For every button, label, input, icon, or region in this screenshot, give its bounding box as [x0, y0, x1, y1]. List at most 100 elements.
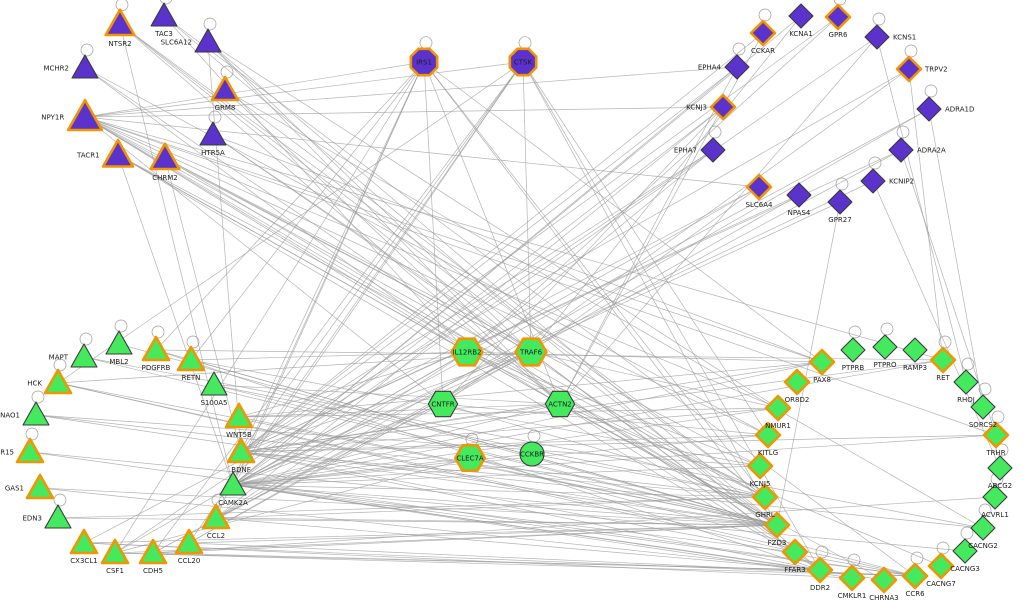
node-KCNS1[interactable]: [864, 24, 890, 50]
node-CSF1[interactable]: [100, 538, 130, 565]
node-KITLG[interactable]: [754, 421, 782, 449]
edge-HTR5A-FZD3: [212, 134, 778, 526]
edge-IL12RB2-GHRL: [466, 351, 766, 498]
edge-CTSK-KITLG: [522, 61, 769, 436]
node-PDGFRB[interactable]: [141, 335, 171, 362]
node-NTSR2[interactable]: [104, 8, 136, 37]
node-GPR6[interactable]: [824, 3, 852, 31]
node-GHRL[interactable]: [751, 483, 779, 511]
node-IL12RB2[interactable]: [450, 337, 484, 367]
node-CMKLR1[interactable]: [838, 564, 866, 592]
node-label-TAC3: TAC3: [154, 30, 173, 38]
node-BDNF[interactable]: [226, 437, 256, 464]
node-GNAO1[interactable]: [22, 401, 50, 426]
node-KCNJ3[interactable]: [709, 93, 737, 121]
node-HTR5A[interactable]: [199, 121, 227, 146]
node-CTSK[interactable]: [508, 47, 538, 77]
node-GPR27[interactable]: [827, 189, 853, 215]
node-FFAR3[interactable]: [781, 538, 809, 566]
node-SORCS2[interactable]: [970, 394, 996, 420]
node-WNT5B[interactable]: [224, 402, 254, 429]
node-PTPRB[interactable]: [840, 337, 866, 363]
node-CLEC7A[interactable]: [453, 443, 487, 473]
node-label-CCL20: CCL20: [178, 557, 201, 565]
node-CX3CL1[interactable]: [69, 528, 99, 555]
node-NPAS4[interactable]: [786, 182, 812, 208]
node-NMUR1[interactable]: [764, 394, 792, 422]
node-label-MCHR2: MCHR2: [43, 65, 69, 73]
node-KCNA1[interactable]: [788, 3, 814, 29]
self-loop-KCNIP2: [868, 156, 882, 170]
self-loop-TAC3: [159, 0, 173, 5]
edge-IRS1-BDNF: [240, 61, 425, 453]
node-CHRNA3[interactable]: [870, 566, 898, 594]
self-loop-layer: [25, 0, 1009, 567]
node-ACTN2[interactable]: [544, 390, 576, 418]
node-EPHA4[interactable]: [724, 54, 750, 80]
edge-NPY1R-CTSK: [84, 61, 524, 118]
node-CCKBR[interactable]: [519, 441, 545, 467]
edge-ADRA1D-SORCS2: [928, 108, 984, 408]
node-OR8D2[interactable]: [783, 368, 811, 396]
node-label-RAMP3: RAMP3: [903, 364, 927, 372]
node-PAX8[interactable]: [808, 348, 836, 376]
node-ABCG2[interactable]: [987, 455, 1013, 481]
node-HCK[interactable]: [43, 368, 73, 395]
node-MCHR2[interactable]: [71, 54, 99, 79]
node-CCR6[interactable]: [901, 562, 929, 590]
node-TAC3[interactable]: [150, 2, 178, 27]
edge-NPY1R-PAX8: [84, 116, 823, 363]
node-CACNG3[interactable]: [952, 538, 978, 564]
node-CCL2[interactable]: [201, 503, 231, 530]
node-GAS1[interactable]: [25, 473, 55, 500]
node-EPHA7[interactable]: [700, 137, 726, 163]
node-TRPV2[interactable]: [895, 55, 923, 83]
node-label-RHOJ: RHOJ: [957, 396, 975, 404]
node-RHOJ[interactable]: [953, 369, 979, 395]
node-MBL2[interactable]: [105, 330, 133, 355]
node-TRAF6[interactable]: [514, 337, 548, 367]
edge-S100A5-FZD3: [213, 384, 778, 526]
node-label-FFAR3: FFAR3: [784, 566, 806, 574]
node-CCL20[interactable]: [174, 528, 204, 555]
node-label-EPHA7: EPHA7: [674, 147, 697, 155]
node-CACNG2[interactable]: [970, 515, 996, 541]
node-CDH5[interactable]: [138, 538, 168, 565]
node-label-CACNG2: CACNG2: [968, 542, 998, 550]
node-CNTFR[interactable]: [427, 390, 459, 418]
node-ACVRL1[interactable]: [982, 484, 1008, 510]
node-TRHR[interactable]: [982, 421, 1010, 449]
edge-NPY1R-TRHR: [84, 116, 997, 436]
node-S100A5[interactable]: [200, 371, 228, 396]
node-PTPRO[interactable]: [872, 334, 898, 360]
node-GRM8[interactable]: [210, 75, 240, 102]
node-ADRA2A[interactable]: [888, 137, 914, 163]
node-ADRA1D[interactable]: [916, 96, 942, 122]
node-SLC6A12[interactable]: [194, 28, 222, 53]
node-IRS1[interactable]: [409, 47, 439, 77]
node-RETN[interactable]: [176, 345, 206, 372]
node-CACNG7[interactable]: [927, 552, 955, 580]
node-RAMP3[interactable]: [902, 337, 928, 363]
node-MAPT[interactable]: [70, 343, 98, 368]
node-CAMK2A[interactable]: [219, 471, 247, 496]
edge-CTSK-CAMK2A: [232, 61, 524, 486]
node-label-CNTFR: CNTFR: [431, 401, 454, 409]
node-label-CLEC7A: CLEC7A: [456, 455, 484, 463]
node-CCKAR[interactable]: [749, 19, 777, 47]
node-SLC6A4[interactable]: [745, 173, 773, 201]
node-EDN3[interactable]: [44, 504, 72, 529]
self-loop-GRM8: [220, 65, 234, 79]
node-CHRM2[interactable]: [149, 142, 181, 171]
node-GPR15[interactable]: [15, 437, 45, 464]
edge-PDGFRB-DDR2: [155, 349, 821, 571]
node-KCNIP2[interactable]: [860, 168, 886, 194]
node-DDR2[interactable]: [806, 556, 834, 584]
node-KCNJ5[interactable]: [746, 452, 774, 480]
node-NPY1R[interactable]: [66, 98, 104, 132]
edge-EDN3-FZD3: [57, 517, 778, 526]
edge-CCL2-GHRL: [215, 496, 766, 519]
node-RET[interactable]: [929, 346, 957, 374]
node-FZD3[interactable]: [763, 511, 791, 539]
node-TACR1[interactable]: [101, 138, 135, 168]
